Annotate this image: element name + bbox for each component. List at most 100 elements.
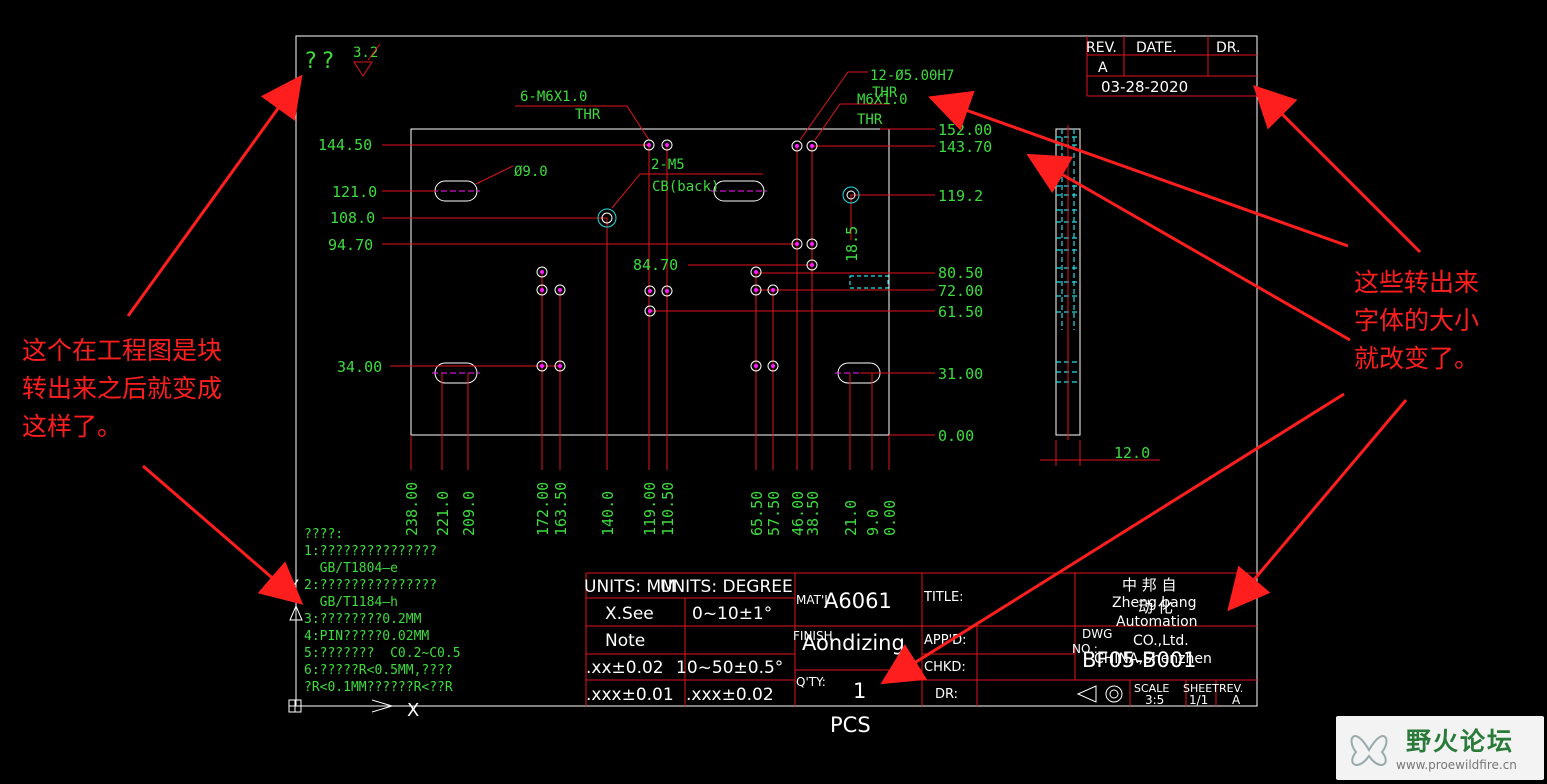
qty-value: 1 [853,679,866,703]
callout-m6b-line1: M6X1.0 [857,92,908,108]
annotation-arrows [126,74,1422,685]
company-cn2: 动 化 [1138,598,1173,616]
hole-center [795,242,799,246]
deg-tol: 0~10±1° [692,604,772,624]
bottom-dim-label: 110.50 [659,482,677,536]
roughness-symbol-icon [353,43,381,77]
hole [661,139,673,151]
dim-84-70: 84.70 [633,256,678,274]
side-width-dimension [1040,440,1160,466]
dwg-no-value: BF05-B001 [1082,648,1197,672]
dim-31-00: 31.00 [938,365,983,383]
dim-18-5: 18.5 [843,226,861,262]
note-label: Note [605,631,645,651]
hole-center [665,289,669,293]
hole [661,285,673,297]
hole-center [648,289,652,293]
bottom-dim-label: 21.0 [842,500,860,536]
rev-row-date: 03-28-2020 [1101,78,1188,96]
dim-94-70: 94.70 [328,236,373,254]
hole-center [754,270,758,274]
watermark-url: www.proewildfire.cn [1396,758,1517,772]
xxx-tol: .xxx±0.01 [586,685,674,705]
company-cn: 中 邦 自 [1122,576,1177,594]
hole-callouts: 6-M6X1.0 THR 2-M5 CB(back) 12-Ø5.00H7 TH… [514,68,954,195]
side-width-value: 12.0 [1114,444,1150,462]
title-label: TITLE: [923,590,964,605]
roughness-value-text: 3.2 [353,45,378,61]
units-mm: UNITS: MM [584,577,676,597]
hole-center [754,364,758,368]
counterbore-hole [846,190,856,200]
bottom-dim-label: 209.0 [460,491,478,536]
rev-header-rev: REV. [1086,40,1117,56]
callout-m6b-line2: THR [857,112,883,128]
hole-group [536,139,860,372]
hole [806,140,818,152]
roughness-unknown-text: ?? [304,49,339,74]
bottom-dim-label: 221.0 [434,491,452,536]
bottom-dim-label: 140.0 [599,491,617,536]
watermark-title: 野火论坛 [1406,727,1515,756]
callout-m5-line2: CB(back) [652,179,719,195]
dwg-no-label1: DWG [1082,627,1112,641]
hole-center [810,144,814,148]
dim-121-0: 121.0 [332,183,377,201]
slots [434,180,881,384]
units-deg: UNITS: DEGREE [660,577,793,597]
hole [750,284,762,296]
sheet-label: SHEET [1183,682,1219,695]
pcs-label: PCS [830,713,871,737]
dim-144-50: 144.50 [318,136,372,154]
projection-symbol-icon [1076,685,1123,703]
company-en2: Automation [1116,614,1198,630]
dim-72-00: 72.00 [938,282,983,300]
plate-front-view[interactable] [410,128,890,436]
hole [791,238,803,250]
annotation-left: 这个在工程图是块 转出来之后就变成 这样了。 [22,336,223,441]
leader-lines [475,71,890,209]
hole [791,140,803,152]
counterbore-hole [842,186,860,204]
sheet-value: 1/1 [1189,693,1208,707]
mat-value: A6061 [824,589,892,613]
hole-center [665,143,669,147]
company-en3: CO.,Ltd. [1133,633,1189,649]
rev-header-dr: DR. [1216,40,1240,56]
drawing-frame [295,35,1258,707]
deg-tol2: 10~50±0.5° [676,658,783,678]
bottom-dim-label: 172.00 [534,482,552,536]
hole [750,360,762,372]
hole-center [540,270,544,274]
dim-0-00-right: 0.00 [938,427,974,445]
hidden-pocket [849,275,889,289]
rev-label: REV. [1219,682,1243,695]
dim-34-00: 34.00 [337,358,382,376]
dim-108-0: 108.0 [330,209,375,227]
callout-dia5-line2: THR [872,85,898,101]
hole-center [810,263,814,267]
hole [767,360,779,372]
hole [554,284,566,296]
dim-119-2: 119.2 [938,187,983,205]
hole [644,305,656,317]
bottom-dim-label: 238.00 [403,482,421,536]
hole [554,360,566,372]
drawing-notes: ????: 1:??????????????? GB/T1804—e 2:???… [304,527,461,695]
revision-table [1086,36,1257,97]
hole [644,285,656,297]
hole [643,139,655,151]
bottom-dim-label: 38.50 [804,491,822,536]
dim-152-00: 152.00 [938,121,992,139]
bottom-extension-lines [410,145,890,470]
rev-value: A [1232,693,1241,707]
hole-center [795,144,799,148]
company-en4: CHINA,Shenzhen [1094,651,1212,667]
hole-center [647,143,651,147]
callout-dia5-line1: 12-Ø5.00H7 [870,68,954,84]
dwg-no-label2: NO.: [1072,642,1098,656]
dim-80-50: 80.50 [938,264,983,282]
dim-143-70: 143.70 [938,138,992,156]
qty-label: Q'TY: [796,675,826,689]
